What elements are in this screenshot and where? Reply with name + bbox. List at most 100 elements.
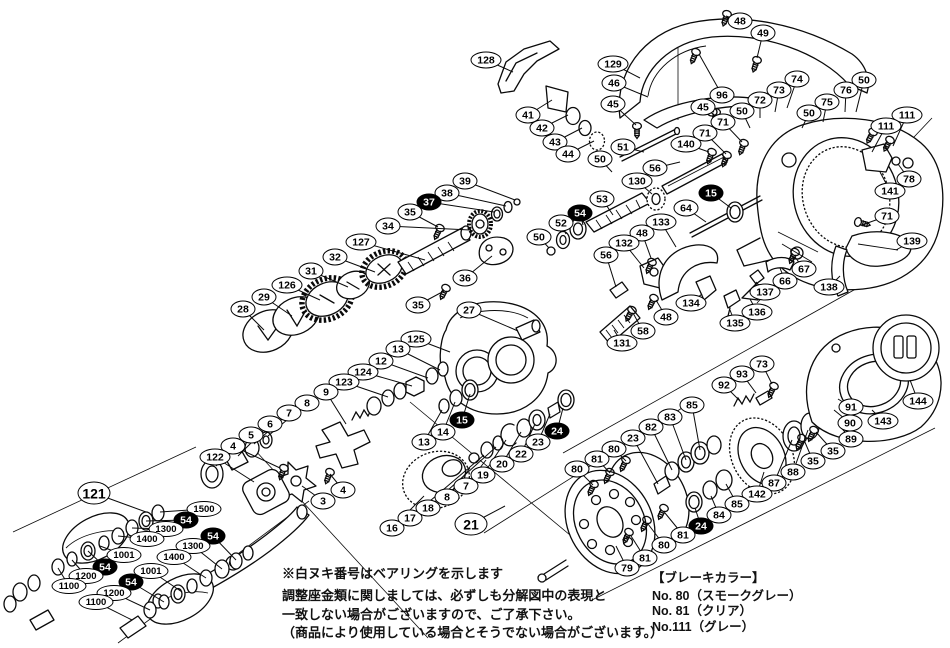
part-callout-71: 71 bbox=[710, 113, 736, 131]
part-cluster-lever bbox=[497, 40, 606, 151]
part-callout-1001: 1001 bbox=[106, 547, 142, 563]
part-callout-72: 72 bbox=[747, 91, 773, 109]
part-callout-4: 4 bbox=[330, 481, 356, 499]
part-callout-135: 135 bbox=[719, 314, 751, 332]
part-callout-80: 80 bbox=[564, 460, 590, 478]
part-callout-12: 12 bbox=[368, 352, 394, 370]
part-callout-50: 50 bbox=[796, 104, 822, 122]
part-callout-8: 8 bbox=[294, 394, 320, 412]
part-callout-38: 38 bbox=[434, 184, 460, 202]
part-callout-144: 144 bbox=[902, 392, 934, 410]
part-callout-35: 35 bbox=[397, 203, 423, 221]
part-callout-83: 83 bbox=[657, 408, 683, 426]
part-callout-126: 126 bbox=[271, 276, 303, 294]
part-callout-51: 51 bbox=[610, 138, 636, 156]
part-callout-56: 56 bbox=[593, 246, 619, 264]
part-callout-127: 127 bbox=[345, 233, 377, 251]
part-callout-9: 9 bbox=[313, 383, 339, 401]
part-callout-44: 44 bbox=[555, 145, 581, 163]
adjustment-note-line: 調整座金類に関しましては、必ずしも分解図中の表現と bbox=[282, 588, 607, 603]
part-callout-129: 129 bbox=[597, 55, 629, 73]
part-callout-92: 92 bbox=[711, 376, 737, 394]
part-callout-81: 81 bbox=[632, 549, 658, 567]
part-callout-35: 35 bbox=[820, 442, 846, 460]
part-callout-23: 23 bbox=[525, 433, 551, 451]
part-callout-17: 17 bbox=[397, 509, 423, 527]
part-callout-130: 130 bbox=[621, 172, 653, 190]
part-callout-131: 131 bbox=[606, 334, 638, 352]
part-callout-3: 3 bbox=[310, 492, 336, 510]
part-callout-67: 67 bbox=[791, 260, 817, 278]
part-callout-79: 79 bbox=[614, 559, 640, 577]
part-callout-23: 23 bbox=[620, 429, 646, 447]
part-callout-139: 139 bbox=[896, 232, 928, 250]
part-callout-142: 142 bbox=[741, 485, 773, 503]
part-callout-73: 73 bbox=[749, 355, 775, 373]
part-callout-22: 22 bbox=[508, 445, 534, 463]
part-callout-82: 82 bbox=[638, 418, 664, 436]
part-callout-71: 71 bbox=[692, 124, 718, 142]
part-callout-78: 78 bbox=[896, 170, 922, 188]
part-callout-29: 29 bbox=[251, 288, 277, 306]
part-callout-93: 93 bbox=[729, 365, 755, 383]
part-callout-76: 76 bbox=[833, 81, 859, 99]
part-callout-1001: 1001 bbox=[133, 563, 169, 579]
adjustment-note-line: （商品により使用している場合とそうでない場合がございます。） bbox=[282, 625, 664, 640]
part-callout-54: 54 bbox=[567, 204, 593, 222]
part-callout-111: 111 bbox=[891, 106, 923, 124]
part-callout-48: 48 bbox=[727, 12, 753, 30]
part-callout-45: 45 bbox=[690, 98, 716, 116]
part-callout-73: 73 bbox=[766, 81, 792, 99]
part-callout-81: 81 bbox=[584, 450, 610, 468]
part-callout-45: 45 bbox=[600, 95, 626, 113]
part-callout-96: 96 bbox=[709, 86, 735, 104]
part-callout-111: 111 bbox=[870, 117, 902, 135]
part-callout-81: 81 bbox=[670, 526, 696, 544]
part-callout-88: 88 bbox=[780, 463, 806, 481]
part-callout-4: 4 bbox=[220, 437, 246, 455]
part-callout-7: 7 bbox=[453, 477, 479, 495]
part-callout-56: 56 bbox=[642, 159, 668, 177]
part-callout-28: 28 bbox=[230, 300, 256, 318]
part-callout-35: 35 bbox=[405, 296, 431, 314]
part-callout-141: 141 bbox=[874, 182, 906, 200]
part-callout-52: 52 bbox=[548, 214, 574, 232]
part-callout-143: 143 bbox=[867, 412, 899, 430]
part-callout-80: 80 bbox=[601, 440, 627, 458]
part-callout-19: 19 bbox=[470, 466, 496, 484]
part-callout-6: 6 bbox=[257, 415, 283, 433]
adjustment-note-line: 一致しない場合がございますので、ご了承下さい。 bbox=[282, 606, 581, 622]
part-cluster-gear-train bbox=[242, 198, 521, 353]
part-callout-1400: 1400 bbox=[156, 549, 192, 565]
part-callout-58: 58 bbox=[630, 322, 656, 340]
part-callout-5: 5 bbox=[238, 426, 264, 444]
part-callout-121: 121 bbox=[77, 481, 111, 505]
part-callout-14: 14 bbox=[430, 423, 456, 441]
part-callout-13: 13 bbox=[385, 340, 411, 358]
part-callout-7: 7 bbox=[276, 404, 302, 422]
part-callout-84: 84 bbox=[706, 506, 732, 524]
part-callout-24: 24 bbox=[544, 422, 570, 440]
part-callout-85: 85 bbox=[679, 396, 705, 414]
part-callout-128: 128 bbox=[470, 51, 502, 69]
part-callout-46: 46 bbox=[601, 74, 627, 92]
part-callout-85: 85 bbox=[724, 495, 750, 513]
part-callout-50: 50 bbox=[587, 150, 613, 168]
part-callout-1100: 1100 bbox=[78, 594, 114, 610]
part-cluster-worm-shaft bbox=[546, 126, 763, 256]
part-callout-21: 21 bbox=[454, 512, 488, 536]
part-callout-1400: 1400 bbox=[129, 531, 165, 547]
part-callout-20: 20 bbox=[489, 455, 515, 473]
brake-color-title: 【ブレーキカラー】 bbox=[652, 571, 765, 585]
part-cluster-spool bbox=[537, 314, 942, 583]
part-callout-80: 80 bbox=[651, 536, 677, 554]
part-callout-75: 75 bbox=[814, 93, 840, 111]
part-callout-132: 132 bbox=[608, 234, 640, 252]
part-callout-136: 136 bbox=[741, 303, 773, 321]
brake-color-item: No. 80（スモークグレー） bbox=[652, 588, 802, 603]
part-callout-35: 35 bbox=[800, 452, 826, 470]
part-callout-91: 91 bbox=[838, 398, 864, 416]
